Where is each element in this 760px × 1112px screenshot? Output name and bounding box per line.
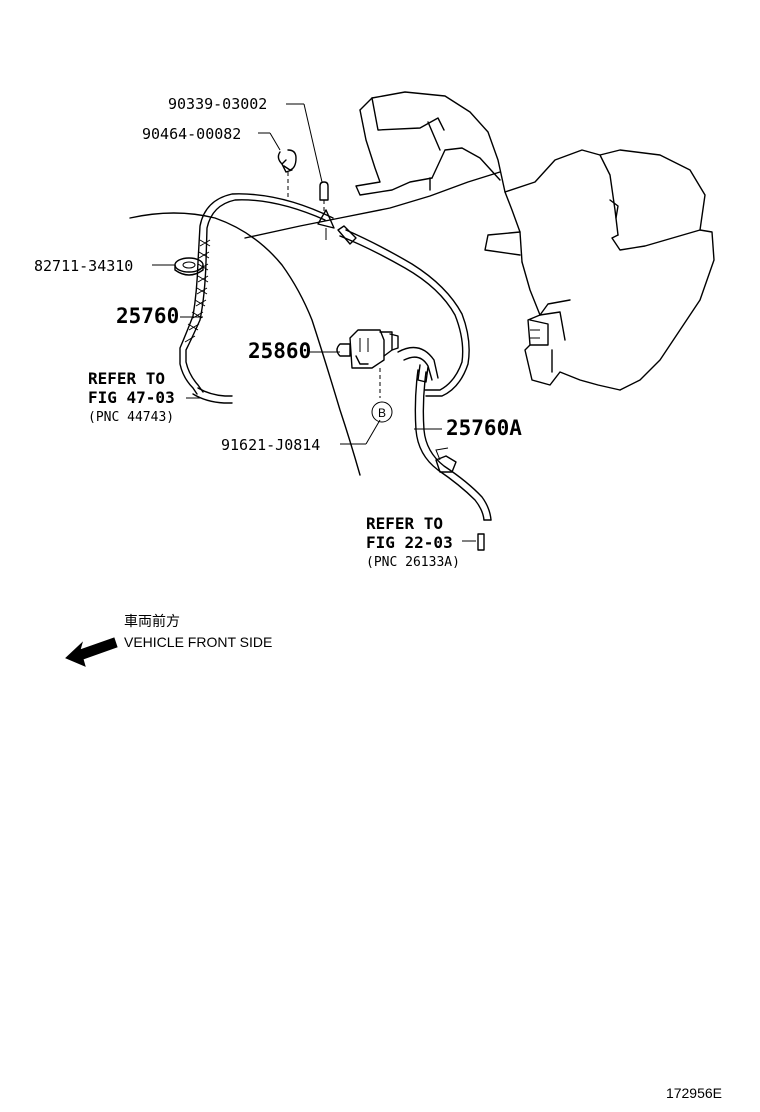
body-panel-drawing	[129, 171, 501, 476]
ref1-line3: (PNC 44743)	[88, 410, 174, 425]
grommet-82711-part	[174, 257, 204, 276]
ref2-line2: FIG 22-03	[366, 533, 453, 552]
front-arrow-icon	[65, 637, 118, 667]
callout-b-letter: B	[378, 406, 386, 420]
part-label-25760a: 25760A	[446, 416, 522, 440]
hose-25760a	[337, 225, 492, 521]
refer-note-fig-22-03: REFER TO FIG 22-03 (PNC 26133A)	[366, 514, 460, 570]
ref2-line1: REFER TO	[366, 514, 443, 533]
intake-manifold-drawing	[355, 91, 715, 391]
callout-b: B	[371, 401, 393, 423]
vsv-25860-part	[336, 329, 399, 369]
ref2-line3: (PNC 26133A)	[366, 555, 460, 570]
refer-note-fig-47-03: REFER TO FIG 47-03 (PNC 44743)	[88, 369, 175, 425]
hose-25760	[179, 193, 334, 404]
figure-id: 172956E	[666, 1085, 722, 1101]
part-label-25860: 25860	[248, 339, 311, 363]
part-label-90464: 90464-00082	[142, 125, 241, 143]
part-label-91621: 91621-J0814	[221, 436, 320, 454]
ref-fitting	[477, 533, 485, 551]
clip-90464-part	[277, 149, 297, 173]
clamp-90339-part	[317, 181, 335, 240]
direction-label-en: VEHICLE FRONT SIDE	[124, 634, 272, 650]
vehicle-front-indicator: 車両前方 VEHICLE FRONT SIDE	[65, 613, 272, 667]
ref1-line2: FIG 47-03	[88, 388, 175, 407]
part-label-90339: 90339-03002	[168, 95, 267, 113]
part-label-82711: 82711-34310	[34, 257, 133, 275]
direction-label-jp: 車両前方	[124, 613, 180, 629]
ref1-line1: REFER TO	[88, 369, 165, 388]
leader-lines	[152, 103, 476, 542]
part-label-25760: 25760	[116, 304, 179, 328]
